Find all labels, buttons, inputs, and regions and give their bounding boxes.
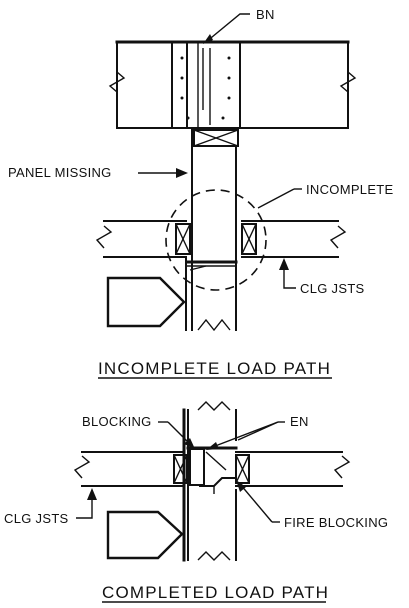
fire-blocking-label: FIRE BLOCKING: [284, 515, 388, 530]
fire-blocking-callout: FIRE BLOCKING: [236, 480, 388, 530]
blocking-callout: BLOCKING: [82, 414, 195, 449]
panel-missing-callout: PANEL MISSING: [8, 165, 188, 180]
load-arrow-top: [106, 276, 186, 328]
incomplete-label: INCOMPLETE: [306, 182, 394, 197]
ceiling-joists-bottom: [73, 446, 351, 494]
wall-stud-column: [185, 127, 238, 332]
clg-jsts-top-callout: CLG JSTS: [279, 258, 365, 296]
bn-label: BN: [256, 7, 275, 22]
incomplete-title: INCOMPLETE LOAD PATH: [98, 359, 331, 378]
clg-jsts-top-label: CLG JSTS: [300, 281, 365, 296]
clg-jsts-bottom-callout: CLG JSTS: [4, 488, 97, 526]
clg-jsts-bottom-label: CLG JSTS: [4, 511, 69, 526]
incomplete-detail: BN PANEL MISSING: [8, 7, 394, 379]
en-label: EN: [290, 414, 309, 429]
incomplete-zone-circle: [165, 189, 267, 291]
wall-studs-bottom: [182, 401, 237, 562]
completed-title: COMPLETED LOAD PATH: [102, 583, 329, 602]
panel-missing-label: PANEL MISSING: [8, 165, 112, 180]
ceiling-joists-top: [95, 220, 347, 258]
upper-blocking: [193, 129, 239, 147]
incomplete-callout: INCOMPLETE: [257, 182, 394, 209]
load-arrow-bottom: [106, 510, 184, 560]
bn-callout: BN: [203, 7, 275, 44]
completed-detail: BLOCKING EN: [4, 401, 388, 603]
blocking-label: BLOCKING: [82, 414, 152, 429]
upper-floor-framing: [108, 40, 357, 129]
en-callout: EN: [206, 414, 309, 450]
